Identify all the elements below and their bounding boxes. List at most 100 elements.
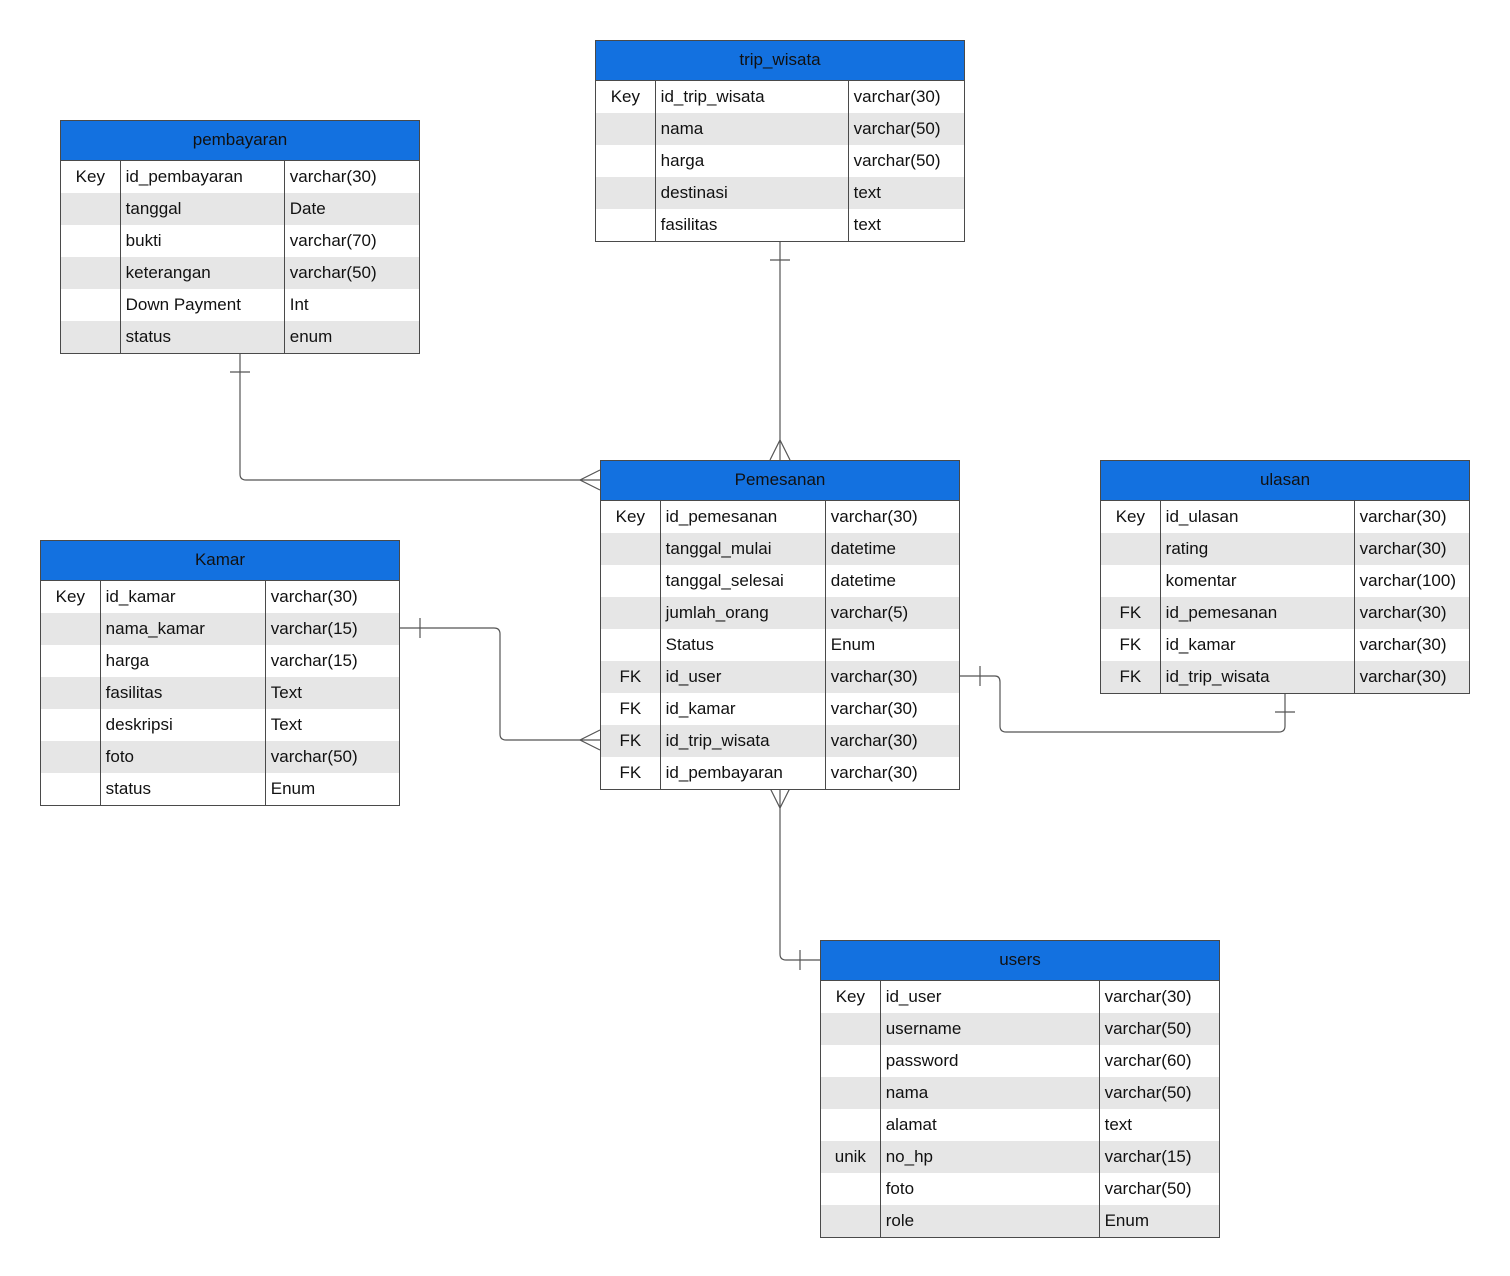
attribute-key — [61, 321, 121, 353]
attribute-name: harga — [656, 145, 849, 177]
attribute-type: varchar(30) — [1359, 507, 1447, 526]
relationship-pemesanan-users — [779, 788, 820, 961]
attribute-name: fasilitas — [101, 677, 266, 709]
attribute-name: foto — [101, 741, 266, 773]
attribute-type: varchar(30) — [270, 587, 358, 606]
attribute-type: enum — [289, 327, 333, 346]
entity-title[interactable]: trip_wisata — [596, 41, 964, 81]
attribute-name: nama — [656, 113, 849, 145]
entity-title[interactable]: pembayaran — [61, 121, 419, 161]
attribute-key — [596, 145, 656, 177]
attribute-type: Text — [270, 715, 302, 734]
attribute-key — [821, 1109, 881, 1141]
attribute-key: FK — [601, 661, 661, 693]
attribute-type: varchar(50) — [270, 747, 358, 766]
many-cardinality-mark — [578, 469, 601, 491]
attribute-name: tanggal_mulai — [661, 533, 826, 565]
attribute-name: fasilitas — [656, 209, 849, 241]
attribute-type: varchar(30) — [289, 167, 377, 186]
attribute-key: FK — [1101, 597, 1161, 629]
attribute-name: status — [101, 773, 266, 805]
attribute-type: varchar(50) — [289, 263, 377, 282]
attribute-type: datetime — [830, 539, 896, 558]
attribute-name: nama — [881, 1077, 1100, 1109]
attribute-type: text — [853, 215, 882, 234]
relationship-kamar-pemesanan — [400, 627, 600, 741]
entity-title[interactable]: users — [821, 941, 1219, 981]
attribute-name: Down Payment — [121, 289, 285, 321]
attribute-key — [61, 193, 121, 225]
attribute-name: destinasi — [656, 177, 849, 209]
attribute-type: varchar(5) — [830, 603, 909, 622]
attribute-key: Key — [1101, 501, 1161, 533]
attribute-key — [1101, 565, 1161, 597]
attribute-key — [1101, 533, 1161, 565]
attribute-name: harga — [101, 645, 266, 677]
entity-title[interactable]: Pemesanan — [601, 461, 959, 501]
entity-title[interactable]: Kamar — [41, 541, 399, 581]
attribute-key: FK — [601, 693, 661, 725]
attribute-key — [596, 113, 656, 145]
attribute-type: Int — [289, 295, 309, 314]
entity-title[interactable]: ulasan — [1101, 461, 1469, 501]
attribute-name: id_trip_wisata — [656, 81, 849, 113]
attribute-key — [61, 289, 121, 321]
attribute-type: Enum — [830, 635, 876, 654]
attribute-name: password — [881, 1045, 1100, 1077]
attribute-name: id_pemesanan — [1161, 597, 1355, 629]
attribute-key — [601, 533, 661, 565]
attribute-key: Key — [601, 501, 661, 533]
attribute-key — [601, 597, 661, 629]
